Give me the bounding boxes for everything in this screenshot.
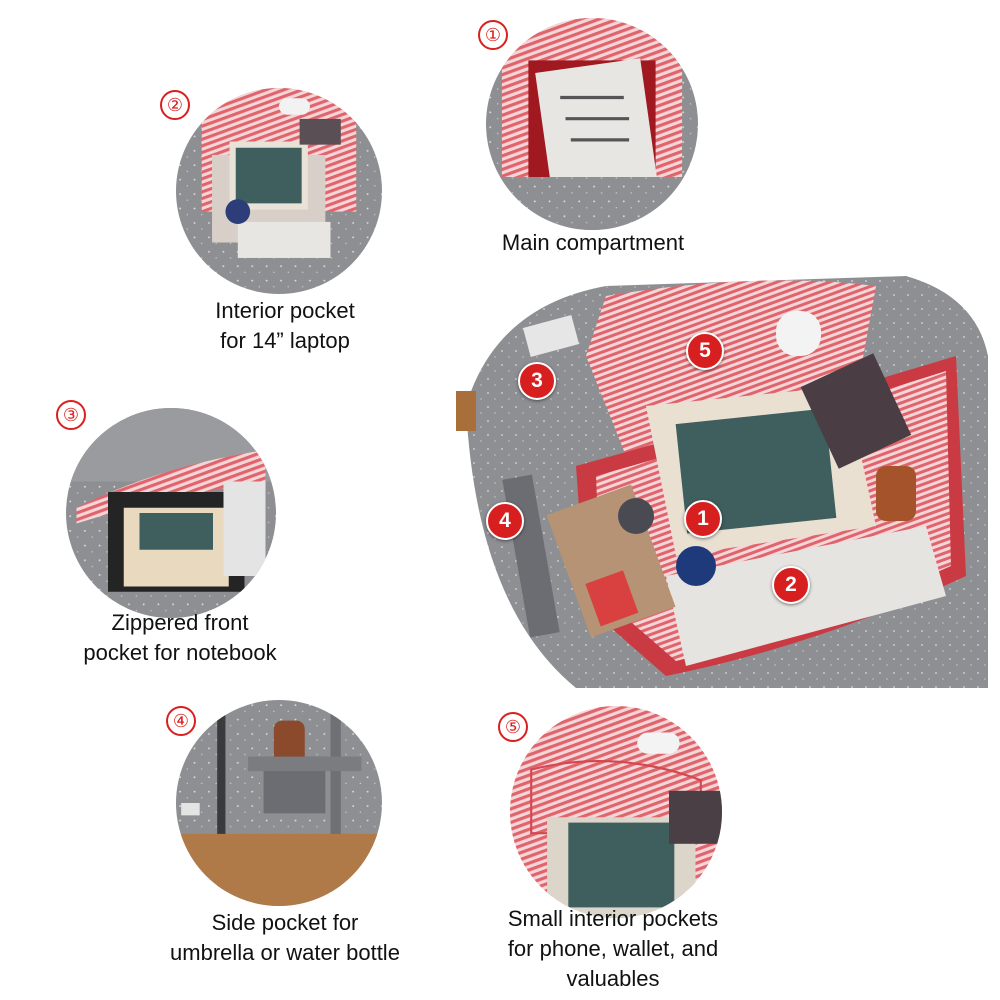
hero-badge-3: 3	[518, 362, 556, 400]
laptop-pocket-photo	[176, 88, 382, 294]
side-pocket-photo	[176, 700, 382, 906]
hero-badge-2: 2	[772, 566, 810, 604]
hero-badge-5: 5	[686, 332, 724, 370]
feature-caption-3: Zippered front pocket for notebook	[83, 610, 277, 665]
front-pocket-photo	[66, 408, 276, 618]
feature-number-2: ②	[160, 90, 190, 120]
open-backpack-photo: 3 5 4 1 2	[456, 276, 988, 688]
feature-caption-4: Side pocket for umbrella or water bottle	[170, 910, 400, 965]
feature-number-3: ③	[56, 400, 86, 430]
feature-number-4: ④	[166, 706, 196, 736]
feature-number-5: ⑤	[498, 712, 528, 742]
main-compartment-photo	[486, 18, 698, 230]
feature-caption-5: Small interior pockets for phone, wallet…	[507, 906, 719, 991]
feature-caption-2: Interior pocket for 14” laptop	[215, 298, 355, 353]
feature-number-1: ①	[478, 20, 508, 50]
small-pockets-photo	[510, 706, 722, 918]
feature-caption-1: Main compartment	[501, 230, 685, 255]
hero-badge-4: 4	[486, 502, 524, 540]
hero-badge-1: 1	[684, 500, 722, 538]
